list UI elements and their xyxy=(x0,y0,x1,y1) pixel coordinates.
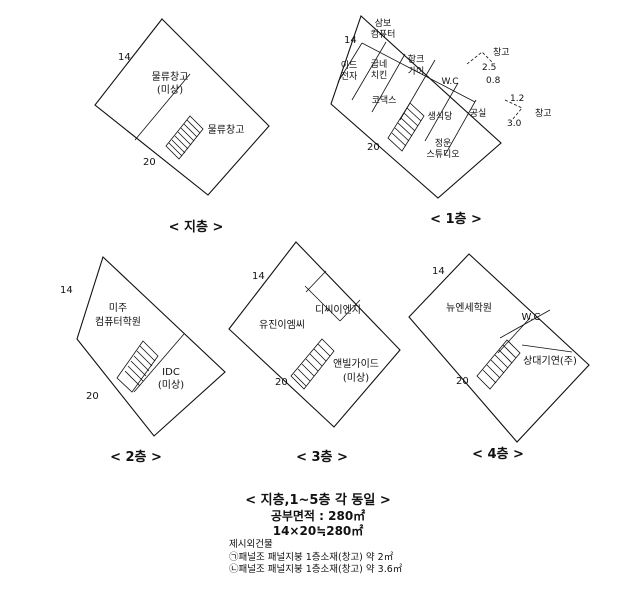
first-annex-upper-outline xyxy=(466,51,493,65)
fourth-room-c-name: 상대기연(주) xyxy=(523,355,577,367)
second-room-a-name-2: 컴퓨터학원 xyxy=(95,316,141,328)
first-partition-6 xyxy=(444,99,477,156)
third-partition-1 xyxy=(304,285,341,322)
first-room-gongsil: 공실 xyxy=(470,108,487,119)
basement-floor-plan: 14 20 물류창고 (미상) 물류창고 < 지층 > xyxy=(94,18,270,235)
first-room-ideu-1: 이드 xyxy=(341,60,358,71)
basement-dim-long: 20 xyxy=(143,157,156,168)
first-room-wc: W.C xyxy=(441,77,458,87)
second-room-b-note: (미상) xyxy=(158,379,184,391)
fourth-stairs xyxy=(476,339,521,390)
third-stairs xyxy=(290,338,335,390)
first-room-jeongun-2: 스튜디오 xyxy=(426,149,459,160)
first-annex-lower-dim-a: 1.2 xyxy=(510,94,524,104)
first-annex-lower-outline xyxy=(504,99,523,121)
third-caption: < 3층 > xyxy=(296,449,348,465)
fourth-partition-1 xyxy=(497,317,531,354)
first-room-gubne-1: 굽네 xyxy=(371,59,388,70)
fourth-outline xyxy=(408,253,590,443)
summary-title: < 지층,1~5층 각 동일 > xyxy=(245,493,391,508)
basement-stairs xyxy=(165,115,204,160)
fourth-floor-plan: 14 20 뉴엔세학원 W.C 상대기연(주) < 4층 > xyxy=(408,253,590,462)
fourth-dim-short: 14 xyxy=(432,266,445,277)
first-partition-3 xyxy=(371,53,406,113)
extra-title: 제시외건물 xyxy=(229,539,273,550)
first-room-gubne-2: 치킨 xyxy=(371,69,388,81)
third-dim-short: 14 xyxy=(252,271,265,282)
first-partition-5 xyxy=(424,82,459,142)
basement-room-b-name: 물류창고 xyxy=(208,124,245,136)
first-partition-2 xyxy=(351,41,387,101)
basement-outline xyxy=(94,18,270,196)
first-room-hanggaia-1: 항크 xyxy=(408,54,425,65)
third-room-a-name: 유진이엠씨 xyxy=(259,319,305,331)
second-room-a-name: 미주 xyxy=(109,302,127,314)
basement-room-a-note: (미상) xyxy=(157,84,183,96)
second-floor-plan: 14 20 미주 컴퓨터학원 IDC (미상) < 2층 > xyxy=(60,255,226,465)
third-room-b-name: 디씨이엔지 xyxy=(315,304,361,316)
basement-room-a-name: 물류창고 xyxy=(152,71,189,83)
second-stairs xyxy=(116,340,159,393)
fourth-caption: < 4층 > xyxy=(472,446,524,462)
second-dim-short: 14 xyxy=(60,285,73,296)
summary-area-label: 공부면적 : 280㎡ xyxy=(270,509,366,523)
first-annex-lower-label: 창고 xyxy=(535,108,552,119)
first-annex-upper-dim-b: 0.8 xyxy=(486,76,501,86)
first-stairs xyxy=(387,102,425,152)
extra-item-1: ㉠패널조 패널지붕 1층소재(창고) 약 2㎡ xyxy=(229,551,394,563)
first-room-sambo-2: 컴퓨터 xyxy=(371,28,396,40)
third-dim-long: 20 xyxy=(275,377,288,388)
fourth-partition-2 xyxy=(499,309,551,339)
extra-item-2: ㉡패널조 패널지붕 1층소재(창고) 약 3.6㎡ xyxy=(229,564,403,575)
first-room-jeongun-1: 정운 xyxy=(435,138,452,149)
first-caption: < 1층 > xyxy=(430,211,482,227)
third-outline xyxy=(228,241,401,428)
third-partition-3 xyxy=(305,270,327,293)
first-room-kodaks: 코댁스 xyxy=(372,95,397,106)
second-room-b-name: IDC xyxy=(162,367,180,378)
first-annex-lower-dim-b: 3.0 xyxy=(507,119,522,129)
second-caption: < 2층 > xyxy=(110,449,162,465)
extra-buildings: 제시외건물 ㉠패널조 패널지붕 1층소재(창고) 약 2㎡ ㉡패널조 패널지붕 … xyxy=(229,539,402,577)
third-floor-plan: 14 20 유진이엠씨 디씨이엔지 앤빌가이드 (미상) < 3층 > xyxy=(228,241,401,465)
first-floor-plan: 14 20 삼보 컴퓨터 이드 전자 굽네 치킨 항크 가이 W.C 코댁스 생… xyxy=(330,15,552,227)
first-room-saengsikdang: 생식당 xyxy=(428,111,453,122)
second-dim-long: 20 xyxy=(86,391,99,402)
third-partition-2 xyxy=(339,299,361,322)
fourth-dim-long: 20 xyxy=(456,376,469,387)
first-room-hanggaia-2: 가이 xyxy=(408,66,425,77)
third-room-c-name: 앤빌가이드 xyxy=(333,358,379,370)
fourth-partition-3 xyxy=(521,344,573,353)
first-annex-upper-dim-a: 2.5 xyxy=(482,63,496,73)
first-outline xyxy=(330,15,502,199)
basement-dim-short: 14 xyxy=(118,52,131,63)
basement-caption: < 지층 > xyxy=(169,219,224,235)
first-partition-7 xyxy=(361,42,476,103)
first-room-ideu-2: 전자 xyxy=(341,71,358,82)
basement-partition xyxy=(134,73,191,141)
second-partition xyxy=(133,333,185,393)
first-annex-upper-label: 창고 xyxy=(493,47,510,58)
summary-area-calc: 14×20≒280㎡ xyxy=(272,524,364,538)
summary-block: < 지층,1~5층 각 동일 > 공부면적 : 280㎡ 14×20≒280㎡ xyxy=(0,492,636,539)
second-outline xyxy=(76,255,226,437)
first-dim-long: 20 xyxy=(367,142,380,153)
first-room-sambo-1: 삼보 xyxy=(375,18,392,29)
third-room-c-note: (미상) xyxy=(343,372,369,384)
first-partition-1 xyxy=(337,42,363,83)
first-dim-short: 14 xyxy=(344,35,357,46)
fourth-room-wc: W.C xyxy=(522,312,541,323)
fourth-room-a-name: 뉴엔세학원 xyxy=(446,302,492,314)
